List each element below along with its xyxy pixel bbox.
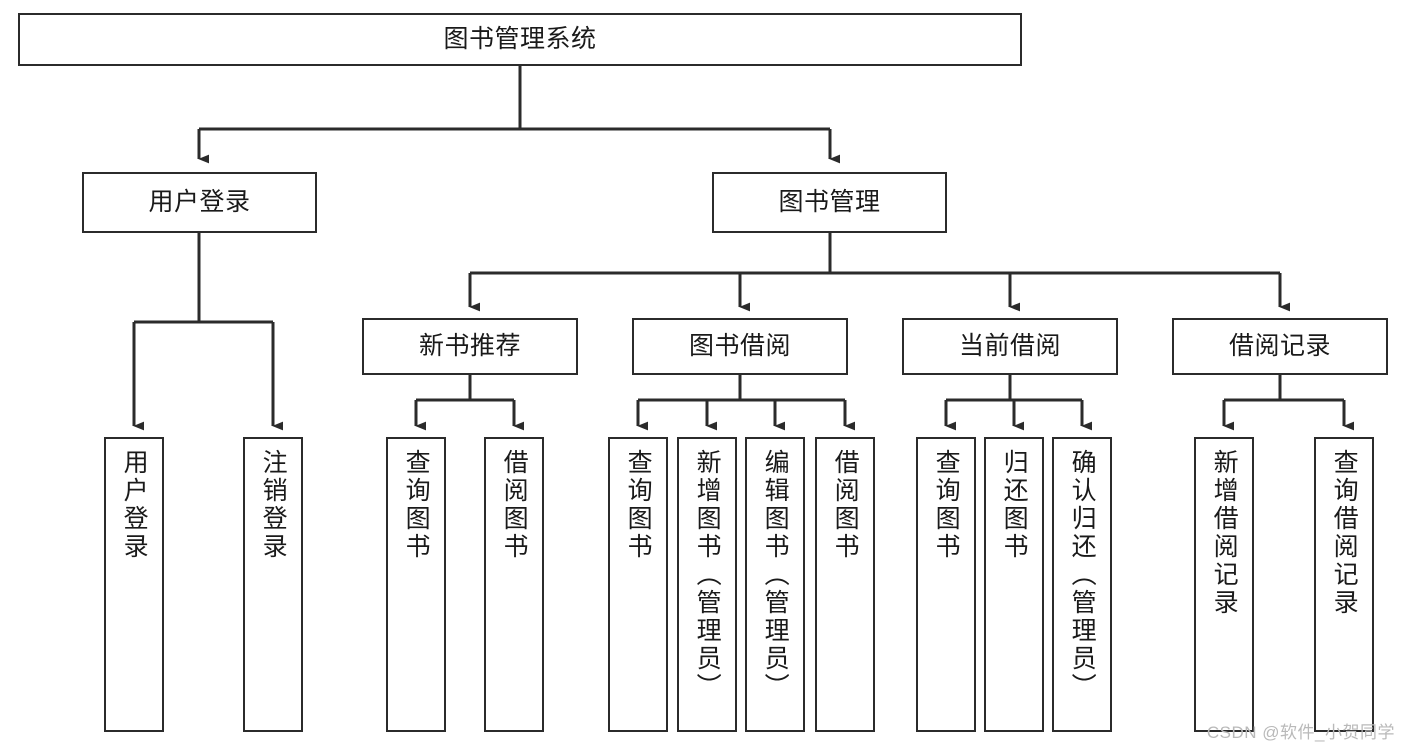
leaf-borrow-query-book[interactable]: 查询图书 xyxy=(608,437,668,732)
node-new-book-recommend[interactable]: 新书推荐 xyxy=(362,318,578,375)
node-label: 查询图书 xyxy=(624,449,653,561)
node-label: 图书管理系统 xyxy=(443,25,597,54)
node-root-system[interactable]: 图书管理系统 xyxy=(18,13,1022,66)
node-label: 注销登录 xyxy=(259,449,288,561)
node-label: 图书借阅 xyxy=(688,332,791,361)
leaf-borrow-add-book-admin[interactable]: 新增图书（管理员） xyxy=(677,437,737,732)
leaf-records-add-record[interactable]: 新增借阅记录 xyxy=(1194,437,1254,732)
leaf-user-login-login[interactable]: 用户登录 xyxy=(104,437,164,732)
node-label: 查询图书 xyxy=(402,449,431,561)
leaf-records-query-record[interactable]: 查询借阅记录 xyxy=(1314,437,1374,732)
node-label: 图书管理 xyxy=(778,188,881,217)
node-borrow-records[interactable]: 借阅记录 xyxy=(1172,318,1388,375)
node-book-borrow[interactable]: 图书借阅 xyxy=(632,318,848,375)
node-current-borrow[interactable]: 当前借阅 xyxy=(902,318,1118,375)
node-label: 查询图书 xyxy=(932,449,961,561)
node-label: 编辑图书（管理员） xyxy=(761,449,790,701)
leaf-borrow-edit-book-admin[interactable]: 编辑图书（管理员） xyxy=(745,437,805,732)
node-label: 用户登录 xyxy=(148,188,251,217)
leaf-current-return-book[interactable]: 归还图书 xyxy=(984,437,1044,732)
leaf-user-login-logout[interactable]: 注销登录 xyxy=(243,437,303,732)
node-label: 归还图书 xyxy=(1000,449,1029,561)
node-label: 新增图书（管理员） xyxy=(693,449,722,701)
node-label: 查询借阅记录 xyxy=(1330,449,1359,617)
node-label: 借阅图书 xyxy=(831,449,860,561)
node-label: 借阅图书 xyxy=(500,449,529,561)
node-label: 当前借阅 xyxy=(958,332,1061,361)
leaf-current-confirm-return-admin[interactable]: 确认归还（管理员） xyxy=(1052,437,1112,732)
node-book-management[interactable]: 图书管理 xyxy=(712,172,947,233)
leaf-recommend-query-book[interactable]: 查询图书 xyxy=(386,437,446,732)
node-user-login[interactable]: 用户登录 xyxy=(82,172,317,233)
watermark-text: CSDN @软件_小贺同学 xyxy=(1206,723,1395,742)
node-label: 新书推荐 xyxy=(418,332,521,361)
leaf-borrow-borrow-book[interactable]: 借阅图书 xyxy=(815,437,875,732)
node-label: 确认归还（管理员） xyxy=(1068,449,1097,701)
node-label: 用户登录 xyxy=(120,449,149,561)
leaf-current-query-book[interactable]: 查询图书 xyxy=(916,437,976,732)
leaf-recommend-borrow-book[interactable]: 借阅图书 xyxy=(484,437,544,732)
node-label: 借阅记录 xyxy=(1228,332,1331,361)
node-label: 新增借阅记录 xyxy=(1210,449,1239,617)
